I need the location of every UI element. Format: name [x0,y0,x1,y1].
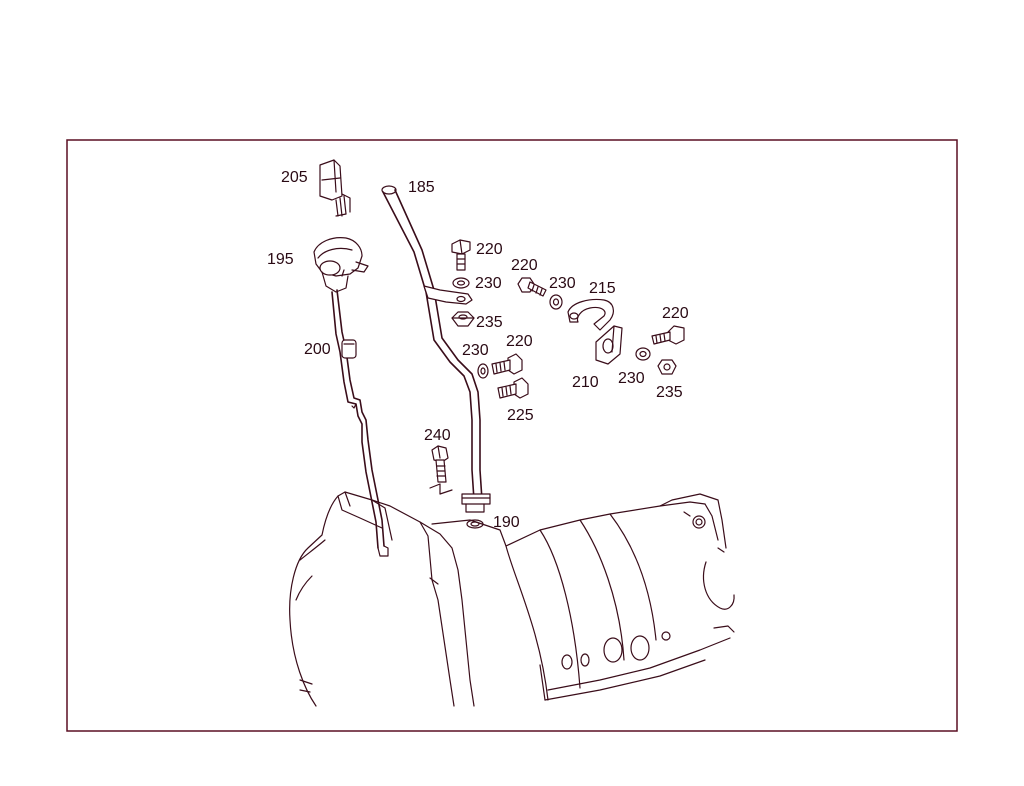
callout-220-second: 220 [511,257,538,274]
callout-195: 195 [267,251,294,268]
nut-235-right [657,359,677,375]
electrical-connector-205 [319,159,351,217]
callout-200: 200 [304,341,331,358]
diagram-frame [66,139,958,732]
bolt-220-upper [451,239,471,271]
callout-220-upper: 220 [476,241,503,258]
transmission-housing [289,491,735,707]
bolt-220-middle [491,353,523,375]
washer-230-right [635,347,651,361]
nut-235-upper [451,311,475,327]
bolt-220-second [517,277,547,297]
callout-235-upper: 235 [476,314,503,331]
washer-230-middle [477,363,489,379]
bolt-225 [497,377,529,399]
callout-215: 215 [589,280,616,297]
bracket-210 [595,325,623,365]
o-ring-190 [466,519,484,529]
selector-cable-200 [331,289,389,557]
callout-220-third: 220 [662,305,689,322]
callout-205: 205 [281,169,308,186]
callout-190: 190 [493,514,520,531]
callout-225: 225 [507,407,534,424]
callout-labels: 205 185 195 200 220 230 235 220 230 215 … [267,169,689,531]
callout-220-middle: 220 [506,333,533,350]
callout-230-second: 230 [549,275,576,292]
callout-185: 185 [408,179,435,196]
cable-holder-195 [313,237,369,293]
callout-240: 240 [424,427,451,444]
bolt-240 [429,445,453,495]
bolt-220-third [651,325,685,345]
callout-230-middle: 230 [462,342,489,359]
callout-230-upper: 230 [475,275,502,292]
callout-235-right: 235 [656,384,683,401]
washer-230-second [549,294,563,310]
clamp-215 [567,298,614,331]
washer-230-upper [452,277,470,289]
dipstick-tube-185 [381,185,491,513]
callout-230-right: 230 [618,370,645,387]
callout-210: 210 [572,374,599,391]
